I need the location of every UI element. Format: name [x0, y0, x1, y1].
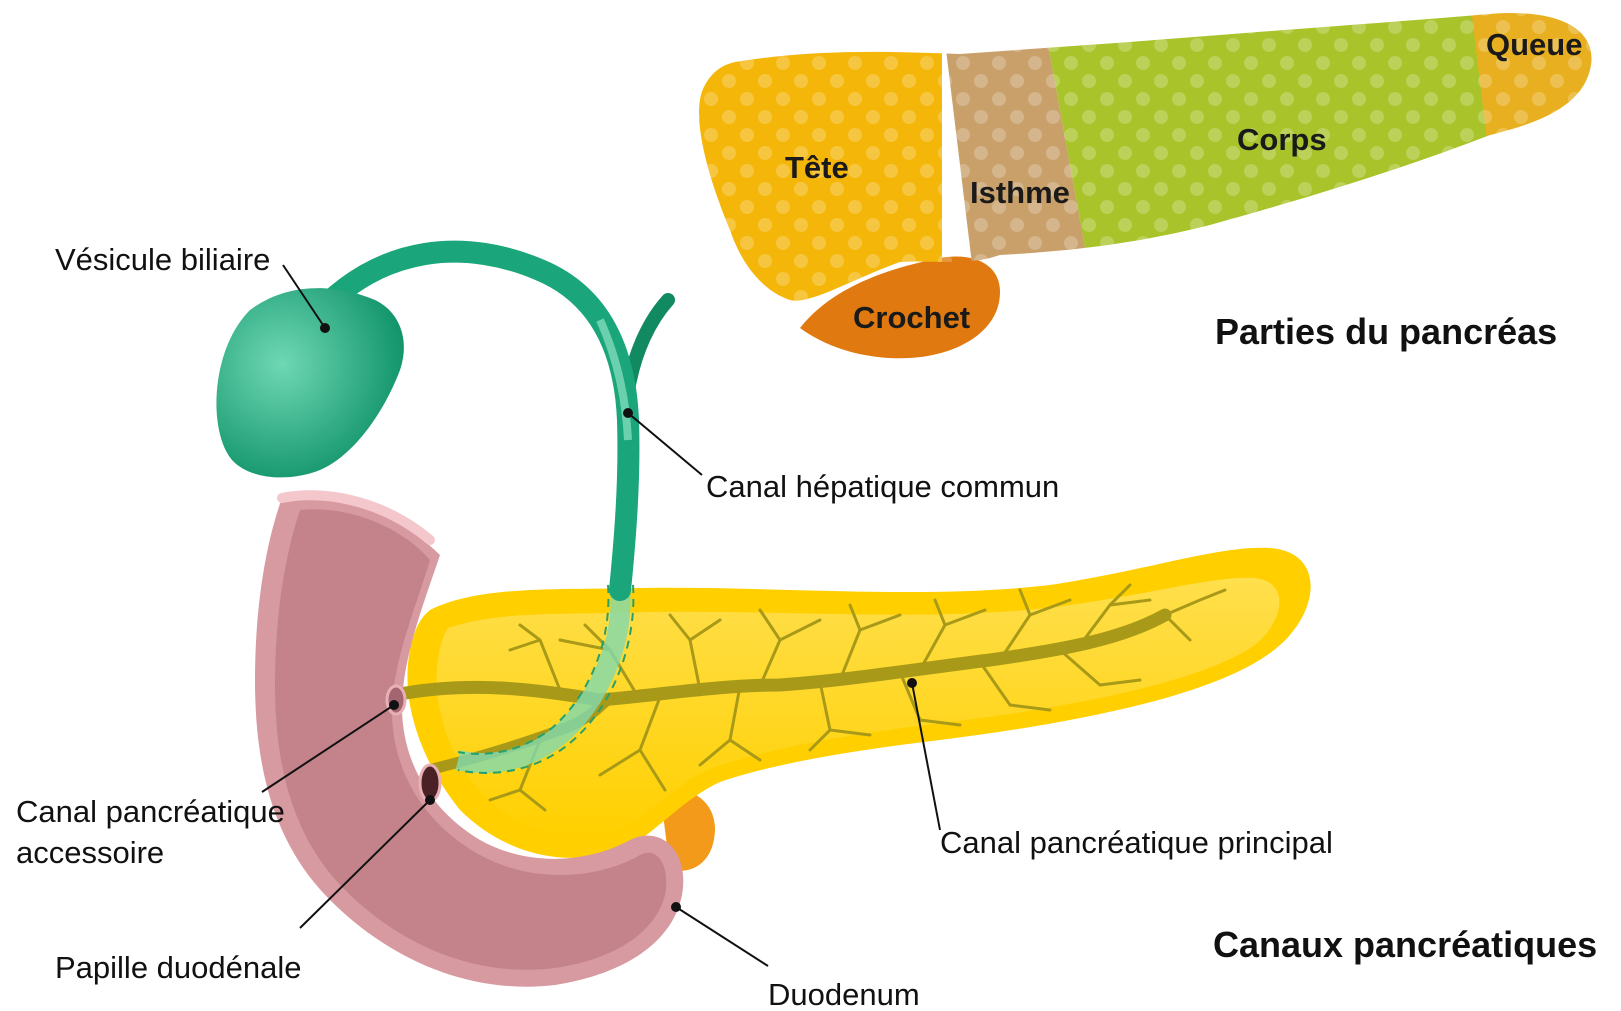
section-title-ducts: Canaux pancréatiques	[1213, 924, 1597, 965]
part-label-tail: Queue	[1486, 27, 1582, 62]
label-duodenum: Duodenum	[768, 977, 920, 1011]
part-label-uncinate: Crochet	[853, 300, 970, 335]
label-accessory-duct-line2: accessoire	[16, 835, 164, 870]
label-accessory-duct-line1: Canal pancréatique	[16, 794, 285, 829]
label-gallbladder: Vésicule biliaire	[55, 242, 270, 277]
label-common-hepatic-duct: Canal hépatique commun	[706, 469, 1059, 504]
pancreas-parts-figure: Tête Isthme Corps Queue Crochet	[680, 0, 1621, 358]
gallbladder	[216, 288, 403, 477]
label-main-duct: Canal pancréatique principal	[940, 825, 1333, 860]
section-title-parts: Parties du pancréas	[1215, 311, 1557, 352]
label-duodenal-papilla: Papille duodénale	[55, 950, 302, 985]
part-label-body: Corps	[1237, 122, 1327, 157]
part-label-isthmus: Isthme	[970, 175, 1070, 210]
accessory-papilla	[387, 686, 405, 714]
part-label-head: Tête	[785, 150, 849, 185]
pancreatic-ducts-figure	[216, 252, 1310, 987]
